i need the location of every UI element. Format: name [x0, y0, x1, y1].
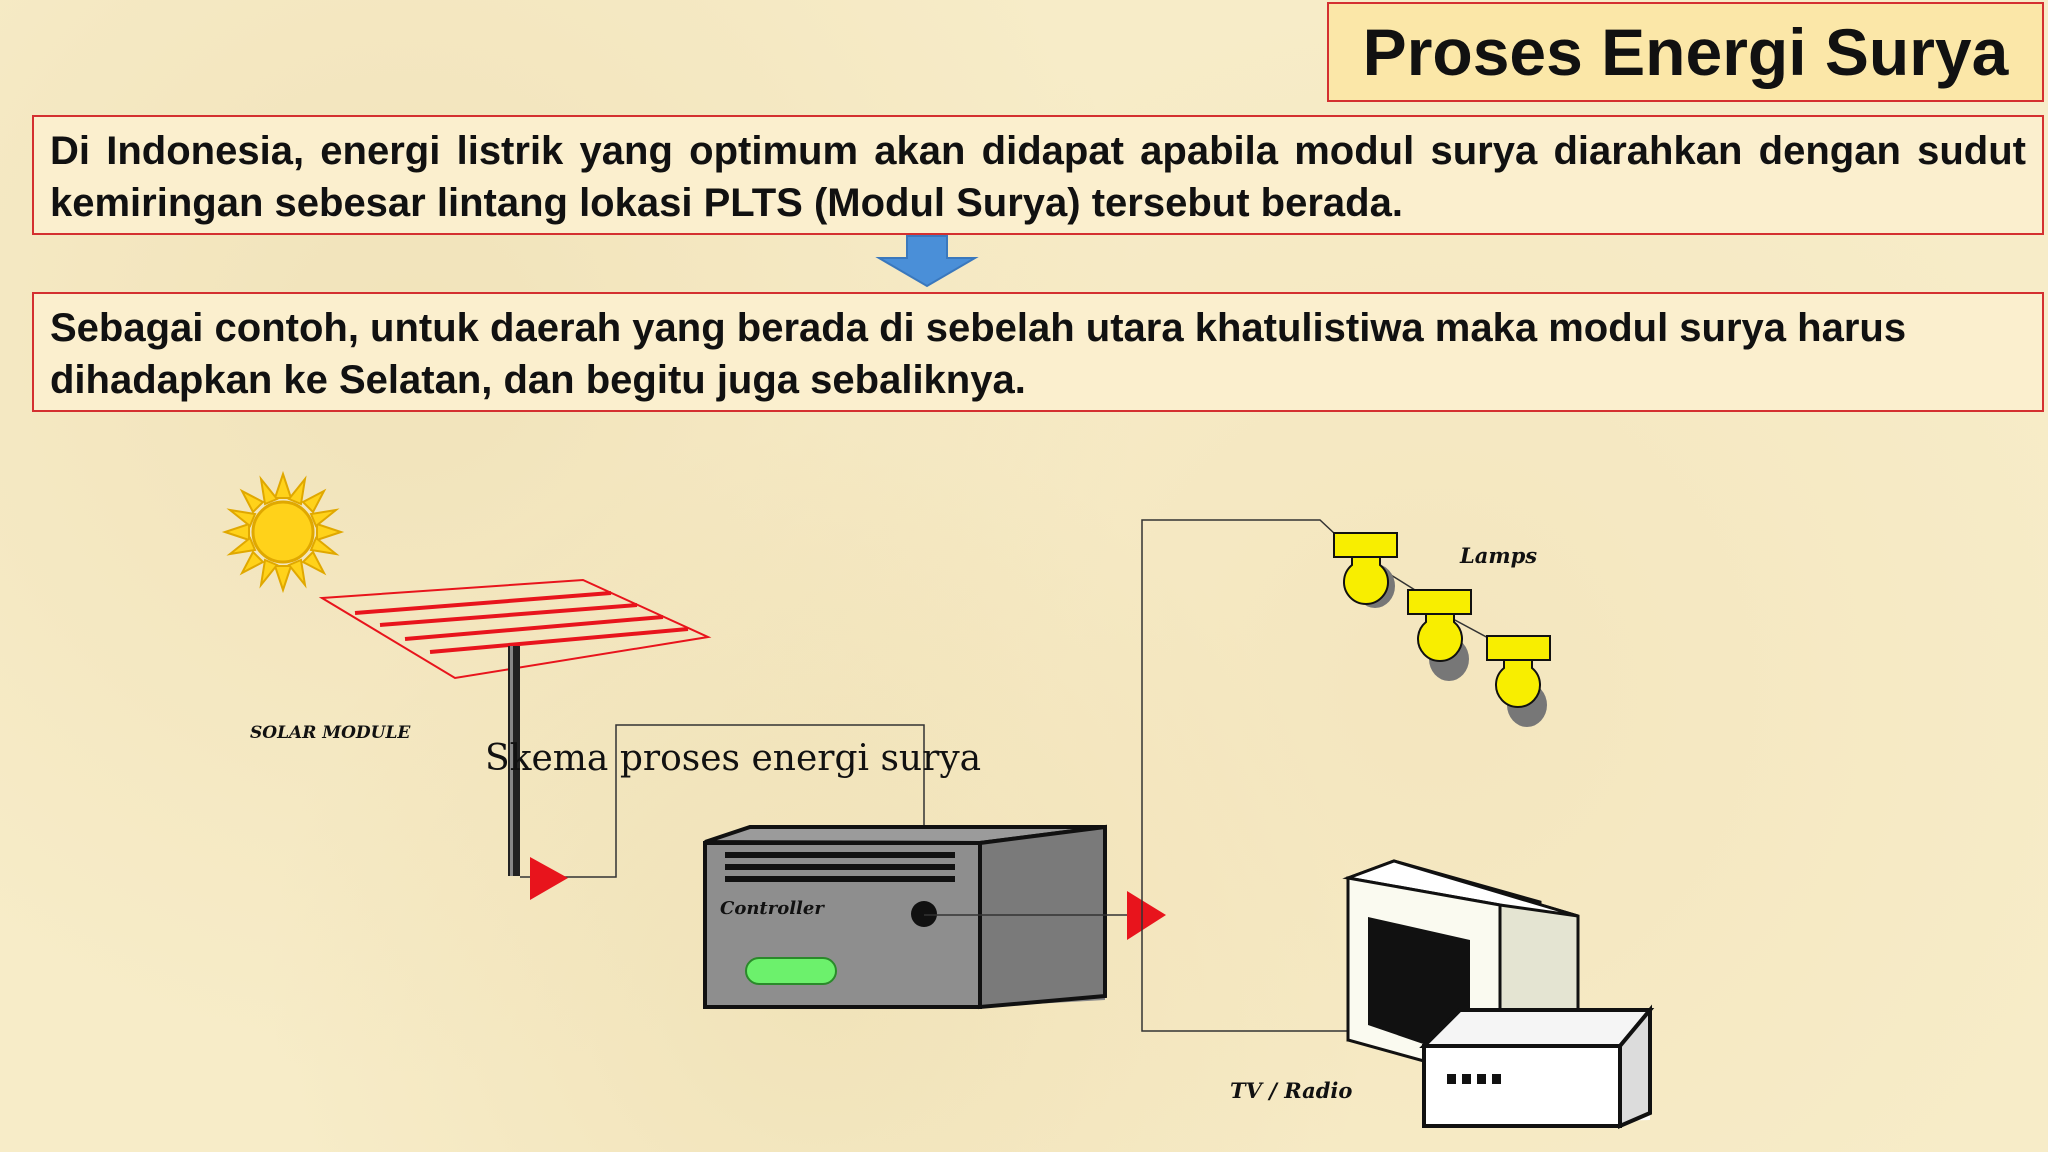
lamp-icon-1 [1333, 532, 1398, 608]
down-arrow-icon [875, 235, 979, 288]
text-box-1: Di Indonesia, energi listrik yang optimu… [32, 115, 2044, 235]
wire-panel-controller [520, 724, 925, 912]
lamps-label: Lamps [1459, 543, 1537, 568]
solar-panel-icon [318, 578, 712, 876]
paragraph-2: Sebagai contoh, untuk daerah yang berada… [50, 306, 1907, 402]
controller-label: Controller [720, 898, 825, 919]
flow-arrow-2 [1127, 891, 1166, 940]
solar-module-label: SOLAR MODULE [250, 723, 411, 743]
controller-icon [703, 824, 1107, 1010]
wire-load-bus [1141, 519, 1350, 1032]
title-box: Proses Energi Surya [1327, 2, 2044, 102]
text-box-2: Sebagai contoh, untuk daerah yang berada… [32, 292, 2044, 412]
lamp-icon-2 [1407, 589, 1472, 681]
paragraph-1: Di Indonesia, energi listrik yang optimu… [50, 129, 2026, 225]
slide-title: Proses Energi Surya [1362, 15, 2009, 89]
sun-icon [221, 470, 345, 594]
diagram-caption: Skema proses energi surya [485, 738, 981, 779]
lamp-icon-3 [1486, 635, 1551, 727]
flow-arrow-1 [530, 857, 568, 900]
tv-radio-label: TV / Radio [1230, 1078, 1352, 1103]
radio-icon [1419, 1004, 1655, 1130]
